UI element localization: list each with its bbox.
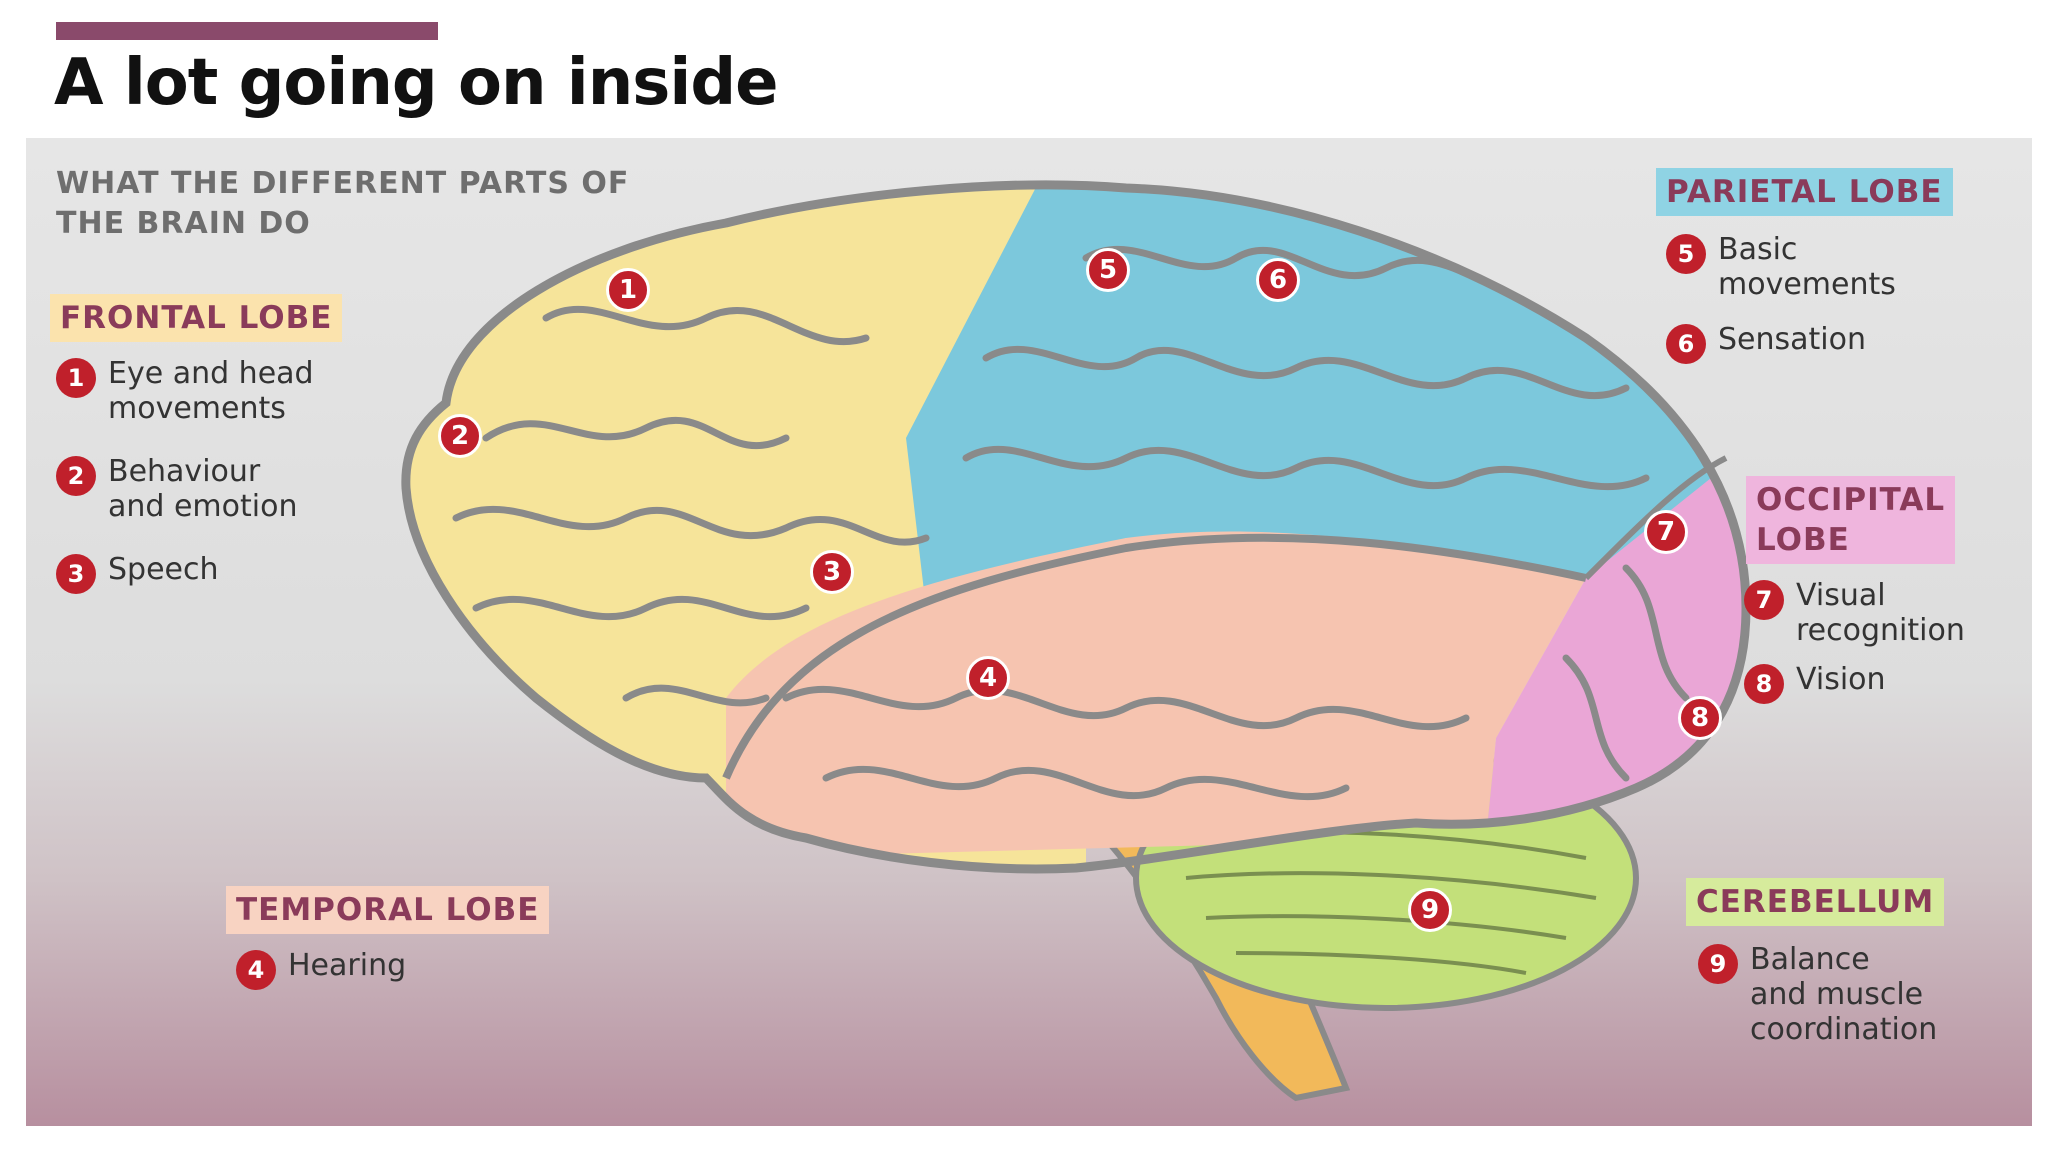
title-accent-bar	[56, 22, 438, 40]
frontal-item-1-text: Eye and head movements	[108, 356, 314, 426]
frontal-item-2-number: 2	[56, 456, 96, 496]
frontal-item-1-number: 1	[56, 358, 96, 398]
frontal-item-2-text: Behaviour and emotion	[108, 454, 297, 524]
occipital-item-7-number: 7	[1744, 580, 1784, 620]
frontal-item-3-number: 3	[56, 554, 96, 594]
brain-marker-6: 6	[1256, 258, 1300, 302]
parietal-item-5: 5 Basic movements	[1666, 232, 1896, 302]
occipital-item-7-text: Visual recognition	[1796, 578, 1965, 648]
cerebellum-item-9-text: Balance and muscle coordination	[1750, 942, 1937, 1047]
frontal-item-3-text: Speech	[108, 552, 219, 587]
page-title: A lot going on inside	[54, 46, 778, 120]
parietal-item-6: 6 Sensation	[1666, 322, 1866, 364]
parietal-item-5-text: Basic movements	[1718, 232, 1896, 302]
frontal-item-1: 1 Eye and head movements	[56, 356, 314, 426]
brain-marker-4: 4	[966, 656, 1010, 700]
occipital-item-8-number: 8	[1744, 664, 1784, 704]
frontal-item-2: 2 Behaviour and emotion	[56, 454, 297, 524]
parietal-item-6-text: Sensation	[1718, 322, 1866, 357]
diagram-panel: WHAT THE DIFFERENT PARTS OF THE BRAIN DO	[26, 138, 2032, 1126]
temporal-item-4-number: 4	[236, 950, 276, 990]
temporal-item-4-text: Hearing	[288, 948, 406, 983]
brain-marker-7: 7	[1644, 510, 1688, 554]
occipital-lobe-heading: OCCIPITAL LOBE	[1746, 476, 1955, 564]
occipital-item-8-text: Vision	[1796, 662, 1886, 697]
frontal-item-3: 3 Speech	[56, 552, 219, 594]
occipital-item-7: 7 Visual recognition	[1744, 578, 1965, 648]
temporal-lobe-heading: TEMPORAL LOBE	[226, 886, 549, 934]
parietal-lobe-heading: PARIETAL LOBE	[1656, 168, 1953, 216]
cerebellum-item-9-number: 9	[1698, 944, 1738, 984]
brain-marker-9: 9	[1408, 888, 1452, 932]
parietal-item-6-number: 6	[1666, 324, 1706, 364]
temporal-item-4: 4 Hearing	[236, 948, 406, 990]
brain-marker-2: 2	[438, 414, 482, 458]
brain-marker-1: 1	[606, 268, 650, 312]
frontal-lobe-heading: FRONTAL LOBE	[50, 294, 342, 342]
brain-marker-3: 3	[810, 550, 854, 594]
cerebellum-item-9: 9 Balance and muscle coordination	[1698, 942, 1937, 1047]
occipital-item-8: 8 Vision	[1744, 662, 1886, 704]
brain-marker-5: 5	[1086, 248, 1130, 292]
parietal-item-5-number: 5	[1666, 234, 1706, 274]
brain-marker-8: 8	[1678, 696, 1722, 740]
cerebellum-heading: CEREBELLUM	[1686, 878, 1944, 926]
